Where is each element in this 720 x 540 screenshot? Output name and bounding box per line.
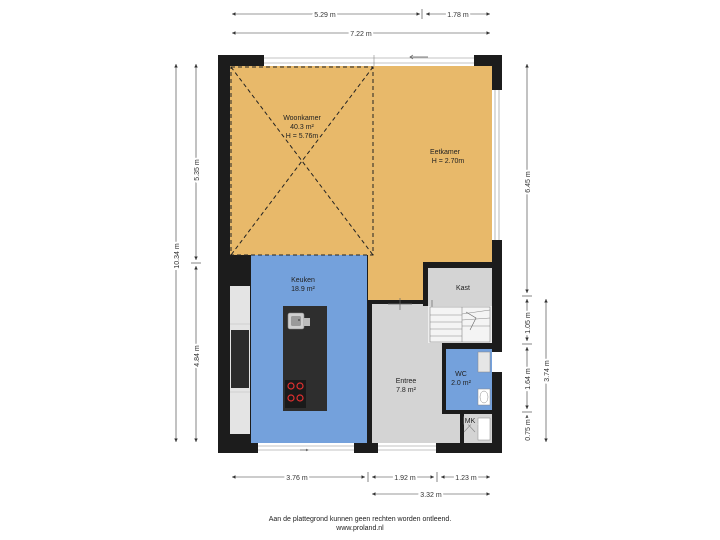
living-dining-area (230, 66, 492, 300)
dimension-labels: 5.29 m 1.78 m 7.22 m 10.34 m 5.35 m 4.84… (172, 10, 553, 501)
footer-website: www.proland.nl (335, 525, 384, 532)
woonkamer-height: H = 5.76m (286, 133, 319, 140)
dimension-lines (174, 9, 548, 496)
dim-bottom-total: 3.32 m (420, 492, 442, 499)
entree-name: Entree (396, 378, 417, 385)
keuken-name: Keuken (291, 277, 315, 284)
dim-right-total: 3.74 m (544, 360, 551, 382)
kast-area (428, 268, 492, 306)
toilet-icon (477, 351, 491, 406)
interior-walls (367, 262, 492, 443)
dim-bottom-b: 1.92 m (394, 475, 416, 482)
kast-name: Kast (456, 285, 470, 292)
arrow-left-icon (409, 54, 428, 60)
woonkamer-name: Woonkamer (283, 115, 321, 122)
void-outline (230, 66, 374, 256)
stairs-icon (429, 306, 491, 343)
arrow-right-icon (300, 448, 309, 452)
entree-area: 7.8 m² (396, 387, 417, 394)
woonkamer-area: 40.3 m² (290, 124, 314, 131)
keuken-area: 18.9 m² (291, 286, 315, 293)
wc-area: 2.0 m² (451, 380, 472, 387)
sink-icon (287, 312, 310, 330)
footer: Aan de plattegrond kunnen geen rechten w… (269, 516, 452, 532)
dim-right-c: 0.75 m (525, 419, 532, 441)
dim-bottom-c: 1.23 m (455, 475, 477, 482)
cooktop-icon (285, 380, 306, 408)
dim-left-lower: 4.84 m (194, 345, 201, 367)
dim-bottom-a: 3.76 m (286, 475, 308, 482)
room-labels: Woonkamer 40.3 m² H = 5.76m Eetkamer H =… (282, 114, 477, 427)
footer-disclaimer: Aan de plattegrond kunnen geen rechten w… (269, 516, 452, 523)
dim-left-upper: 5.35 m (194, 159, 201, 181)
meter-cabinet (463, 417, 491, 441)
dim-top-total: 7.22 m (350, 31, 372, 38)
dim-top-right: 1.78 m (447, 12, 469, 19)
eetkamer-name: Eetkamer (430, 149, 461, 156)
entree-lower (372, 412, 462, 443)
dim-right-upper: 6.45 m (525, 171, 532, 193)
mk-name: MK (465, 418, 476, 425)
dim-left-total: 10.34 m (174, 243, 181, 268)
dim-top-left: 5.29 m (314, 12, 336, 19)
wc-name: WC (455, 371, 467, 378)
kitchen-counter-dark (231, 330, 249, 388)
dim-right-a: 1.05 m (525, 312, 532, 334)
windows (258, 55, 502, 453)
eetkamer-height: H = 2.70m (432, 158, 465, 165)
dim-right-b: 1.64 m (525, 368, 532, 390)
